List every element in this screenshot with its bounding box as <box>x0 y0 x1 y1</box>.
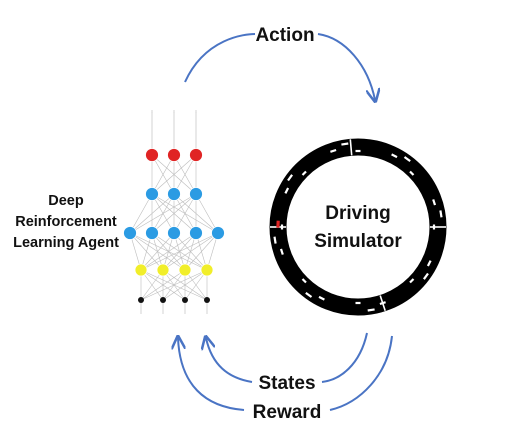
output-layer-node <box>167 148 181 162</box>
network-connection <box>151 193 219 234</box>
output-layer-node <box>145 148 159 162</box>
lane-marking <box>409 278 415 284</box>
reward-arrow-tail <box>329 335 393 411</box>
reward-label: Reward <box>253 402 322 423</box>
input-layer-node <box>134 263 148 277</box>
input-layer-node <box>156 263 170 277</box>
agent-label-line2: Reinforcement <box>15 214 117 230</box>
simulator-label-line2: Simulator <box>314 231 402 252</box>
lane-marking <box>318 295 325 301</box>
lane-marking <box>432 199 437 206</box>
track-divider <box>379 295 386 311</box>
lane-marking <box>301 278 307 284</box>
lane-marking <box>403 156 411 162</box>
output-layer-node <box>189 148 203 162</box>
hidden-layer-1-node <box>145 187 159 201</box>
lane-marking <box>439 210 443 218</box>
lane-marking <box>367 308 375 312</box>
lane-marking <box>391 153 398 159</box>
network-connection <box>151 232 208 271</box>
network-connection <box>173 154 197 195</box>
neural-network: · · · <box>123 110 225 314</box>
input-layer-node <box>200 263 214 277</box>
lane-marking <box>305 292 313 298</box>
action-label: Action <box>255 25 314 46</box>
hidden-layer-2-node <box>167 226 181 240</box>
hidden-layer-2-node <box>123 226 137 240</box>
network-connection <box>129 232 208 271</box>
agent-label-line1: Deep <box>48 193 84 209</box>
input-nodes-node <box>138 297 144 303</box>
action-arrow <box>184 33 256 83</box>
output-tick: · <box>152 110 153 114</box>
lane-marking <box>284 187 290 194</box>
hidden-layer-2-node <box>145 226 159 240</box>
network-connection <box>151 154 175 195</box>
track-divider <box>349 139 353 156</box>
agent-label: Deep Reinforcement Learning Agent <box>13 193 119 251</box>
network-connection <box>140 269 208 301</box>
lane-marking <box>423 272 429 280</box>
lane-marking <box>330 148 337 153</box>
simulator-label-line1: Driving <box>325 203 390 224</box>
lane-marking <box>273 236 277 244</box>
lane-marking <box>426 260 432 267</box>
network-connection <box>173 232 208 271</box>
network-connection <box>173 193 219 234</box>
states-arrow-tail <box>321 332 368 383</box>
network-connection <box>151 154 197 195</box>
network-connection <box>151 193 197 234</box>
action-arrow-head-segment <box>317 33 375 100</box>
lane-marking <box>287 174 293 182</box>
input-nodes-node <box>182 297 188 303</box>
network-connection <box>140 269 186 301</box>
network-connection <box>129 232 186 271</box>
input-layer-node <box>178 263 192 277</box>
hidden-layer-1-node <box>189 187 203 201</box>
lane-marking <box>279 248 284 255</box>
output-tick: · <box>196 110 197 114</box>
track-ring <box>269 138 447 316</box>
hidden-layer-2-node <box>211 226 225 240</box>
network-connection <box>195 193 219 234</box>
states-arrow <box>206 338 253 383</box>
hidden-layer-2-node <box>189 226 203 240</box>
output-tick: · <box>174 110 175 114</box>
agent-label-line3: Learning Agent <box>13 235 119 251</box>
input-nodes-node <box>160 297 166 303</box>
network-connection <box>162 269 208 301</box>
driving-simulator-track <box>269 138 447 316</box>
states-label: States <box>258 373 315 394</box>
lane-marking <box>409 170 415 176</box>
network-connection <box>151 193 175 234</box>
hidden-layer-1-node <box>167 187 181 201</box>
network-connection <box>129 232 164 271</box>
input-nodes-node <box>204 297 210 303</box>
lane-marking <box>301 170 307 176</box>
network-connection <box>129 193 153 234</box>
lane-marking <box>341 142 349 146</box>
reward-arrow <box>178 338 245 411</box>
